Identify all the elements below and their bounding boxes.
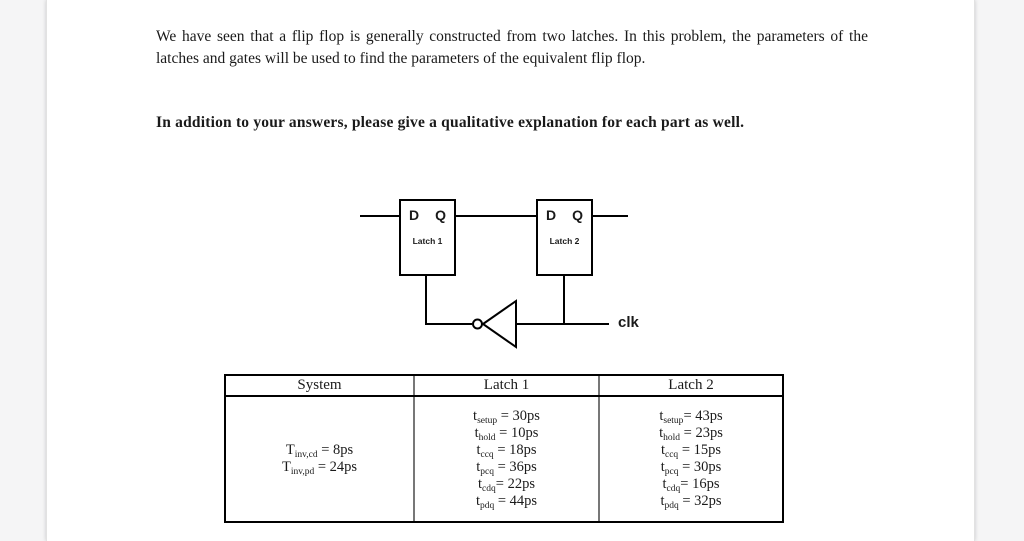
param-line: tpcq = 36ps bbox=[476, 459, 537, 477]
latch1-d-port-label: D bbox=[409, 207, 420, 223]
d-input-wire bbox=[360, 215, 399, 217]
latch1-q-port-label: Q bbox=[435, 207, 446, 223]
param-line: tpdq = 44ps bbox=[475, 493, 538, 511]
latch2-d-port-label: D bbox=[546, 207, 557, 223]
latch2-label: Latch 2 bbox=[549, 236, 580, 246]
latch1-clk-pin-wire bbox=[425, 276, 427, 325]
inverter-icon bbox=[472, 299, 517, 349]
system-cell: Tinv,cd = 8ps Tinv,pd = 24ps bbox=[226, 397, 413, 521]
param-line: thold = 10ps bbox=[474, 425, 539, 443]
flipflop-diagram: D Q Latch 1 D Q Latch 2 clk bbox=[47, 0, 974, 370]
table-body-row: Tinv,cd = 8ps Tinv,pd = 24ps tsetup = 30… bbox=[226, 397, 782, 521]
param-line: thold = 23ps bbox=[659, 425, 723, 443]
latch1-cell: tsetup = 30ps thold = 10ps tccq = 18ps t… bbox=[413, 397, 598, 521]
param-line: tpdq = 32ps bbox=[660, 493, 722, 511]
param-line: tccq = 18ps bbox=[476, 442, 537, 460]
parameter-table: System Latch 1 Latch 2 Tinv,cd = 8ps Tin… bbox=[224, 374, 784, 523]
clk-signal-label: clk bbox=[618, 314, 639, 331]
table-header-row: System Latch 1 Latch 2 bbox=[226, 376, 782, 397]
latch2-q-port-label: Q bbox=[572, 207, 583, 223]
clk-input-wire bbox=[516, 323, 609, 325]
latch1-to-latch2-wire bbox=[456, 215, 536, 217]
latch2-cell: tsetup= 43ps thold = 23ps tccq = 15ps tp… bbox=[598, 397, 782, 521]
param-line: tcdq= 16ps bbox=[662, 476, 720, 494]
latch2-box: D Q Latch 2 bbox=[536, 199, 593, 276]
intro-paragraph: We have seen that a flip flop is general… bbox=[156, 27, 868, 67]
param-line: Tinv,pd = 24ps bbox=[281, 459, 358, 477]
header-latch1: Latch 1 bbox=[413, 376, 598, 395]
q-output-wire bbox=[593, 215, 628, 217]
latch1-label: Latch 1 bbox=[412, 236, 443, 246]
latch1-box: D Q Latch 1 bbox=[399, 199, 456, 276]
header-latch2: Latch 2 bbox=[598, 376, 782, 395]
bold-instruction-paragraph: In addition to your answers, please give… bbox=[156, 113, 745, 131]
param-line: Tinv,cd = 8ps bbox=[285, 442, 354, 460]
latch1-ports: D Q bbox=[401, 201, 454, 223]
document-page: We have seen that a flip flop is general… bbox=[46, 0, 975, 541]
param-line: tccq = 15ps bbox=[660, 442, 722, 460]
param-line: tpcq = 30ps bbox=[660, 459, 722, 477]
param-line: tcdq= 22ps bbox=[478, 476, 535, 494]
inverter-output-wire bbox=[425, 323, 472, 325]
header-system: System bbox=[297, 377, 342, 393]
latch2-ports: D Q bbox=[538, 201, 591, 223]
latch2-clk-pin-wire bbox=[563, 276, 565, 325]
param-line: tsetup = 30ps bbox=[473, 408, 540, 426]
param-line: tsetup= 43ps bbox=[659, 408, 723, 426]
